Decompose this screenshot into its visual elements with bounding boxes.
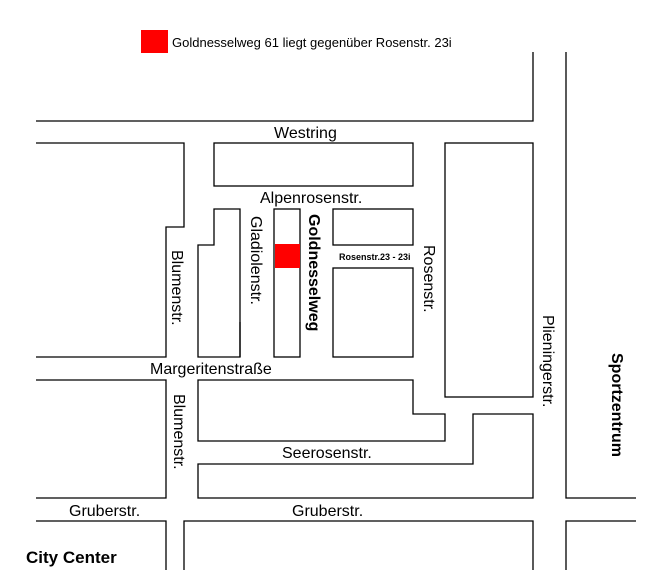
block-edge-north [36,52,534,122]
label-gruberstr-left: Gruberstr. [69,503,140,520]
label-gruberstr-right: Gruberstr. [292,503,363,520]
block-goldnessel [273,208,301,358]
block-rosenstr-south [332,267,414,358]
label-blumenstr-lower: Blumenstr. [170,394,187,470]
block-seerosen-south [197,413,534,499]
block-south-middle [183,520,534,570]
label-blumenstr-upper: Blumenstr. [168,250,185,326]
label-alpenrosenstr: Alpenrosenstr. [260,190,362,207]
block-margeriten-seerosen [197,379,446,442]
label-sportzentrum: Sportzentrum [608,353,625,457]
block-edge-east [565,52,636,499]
legend-text: Goldnesselweg 61 liegt gegenüber Rosenst… [172,35,452,50]
block-east [444,142,534,398]
label-plieningerstr: Plieningerstr. [539,315,556,408]
block-rosenstr-23 [332,208,414,246]
block-west-lower [36,379,167,499]
block-alpenrosen-north [213,142,414,187]
legend-marker [141,30,168,53]
block-west-upper [36,142,185,358]
goldnesselweg-61-marker [275,244,300,268]
label-rosenstr: Rosenstr. [420,245,437,313]
block-blumen-gladiolen [197,208,241,358]
label-westring: Westring [274,125,337,142]
label-goldnesselweg: Goldnesselweg [305,214,322,331]
label-margeritenstrasse: Margeritenstraße [150,361,272,378]
label-city-center: City Center [26,548,117,567]
label-gladiolenstr: Gladiolenstr. [247,216,264,305]
label-rosenstr-23: Rosenstr.23 - 23i [339,252,411,262]
block-south-left [36,520,167,570]
block-south-right [565,520,636,570]
label-seerosenstr: Seerosenstr. [282,445,372,462]
